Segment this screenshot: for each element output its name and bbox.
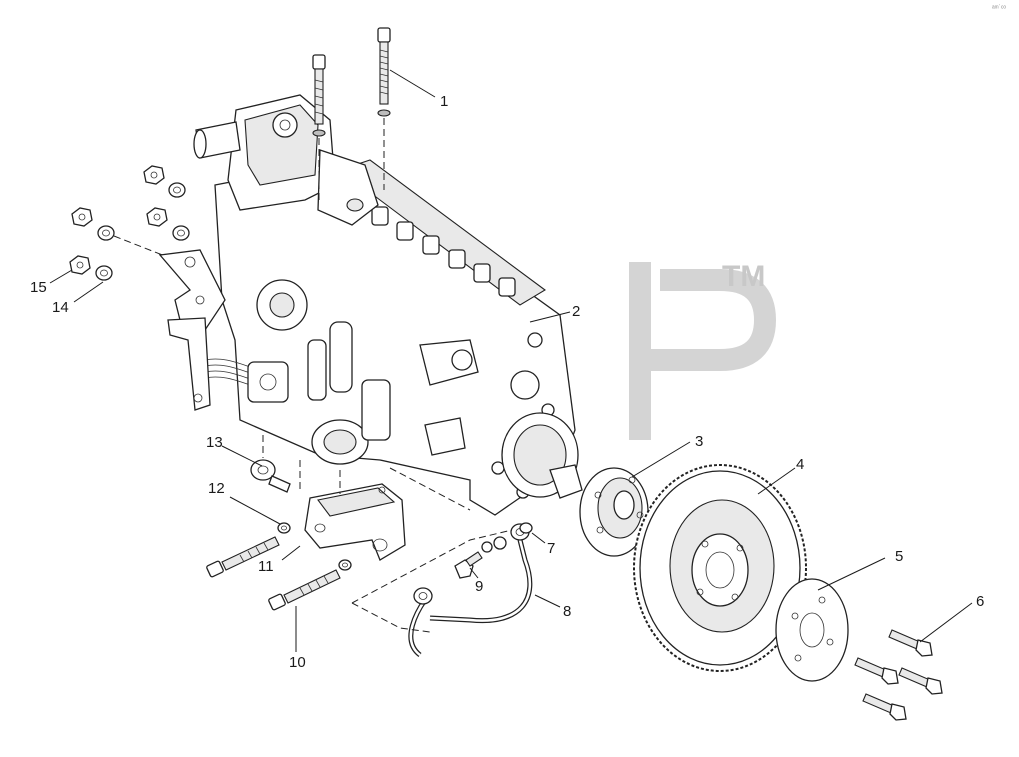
washer bbox=[168, 182, 186, 198]
callout-11: 11 bbox=[258, 558, 274, 575]
callout-5: 5 bbox=[895, 548, 903, 565]
watermark-tm-text: TM bbox=[722, 260, 765, 293]
callout-6: 6 bbox=[976, 593, 984, 610]
nut bbox=[71, 207, 93, 227]
bracket-bolts bbox=[206, 522, 352, 611]
callout-15: 15 bbox=[30, 279, 47, 296]
bolt bbox=[268, 569, 341, 611]
callout-13: 13 bbox=[206, 434, 223, 451]
callout-12: 12 bbox=[208, 480, 225, 497]
callout-2: 2 bbox=[572, 303, 580, 320]
nut bbox=[69, 255, 91, 275]
retaining-plate bbox=[775, 578, 849, 682]
bolt bbox=[854, 657, 899, 685]
callout-9: 9 bbox=[475, 578, 483, 595]
hex-bolts bbox=[854, 629, 943, 721]
bolt bbox=[862, 693, 907, 721]
callout-14: 14 bbox=[52, 299, 69, 316]
washer bbox=[97, 225, 115, 241]
banjo-fitting bbox=[250, 435, 291, 493]
support-bracket bbox=[299, 460, 471, 561]
nut bbox=[143, 165, 165, 185]
callout-1: 1 bbox=[440, 93, 448, 110]
leader-lines bbox=[49, 69, 973, 652]
callout-10: 10 bbox=[289, 654, 306, 671]
callout-3: 3 bbox=[695, 433, 703, 450]
hollow-bolt bbox=[454, 551, 483, 579]
oil-pipe-assembly bbox=[351, 522, 533, 657]
callout-4: 4 bbox=[796, 456, 804, 473]
bolt bbox=[898, 667, 943, 695]
nuts-and-washers bbox=[69, 165, 190, 281]
stud-bolts bbox=[312, 27, 391, 200]
callout-8: 8 bbox=[563, 603, 571, 620]
delivery-valves bbox=[371, 206, 516, 297]
bolt bbox=[206, 536, 280, 578]
injection-pump bbox=[158, 94, 583, 516]
washer bbox=[95, 265, 113, 281]
drive-hub bbox=[579, 467, 649, 557]
washer bbox=[172, 225, 190, 241]
callout-7: 7 bbox=[547, 540, 555, 557]
nut bbox=[146, 207, 168, 227]
drive-gear bbox=[633, 464, 807, 672]
corner-mark: ᵃᵐ˙ᶜᵒ bbox=[992, 4, 1006, 12]
callout-labels: 1 2 3 4 5 6 7 8 9 10 11 12 13 14 15 bbox=[30, 93, 984, 671]
bolt bbox=[888, 629, 933, 657]
